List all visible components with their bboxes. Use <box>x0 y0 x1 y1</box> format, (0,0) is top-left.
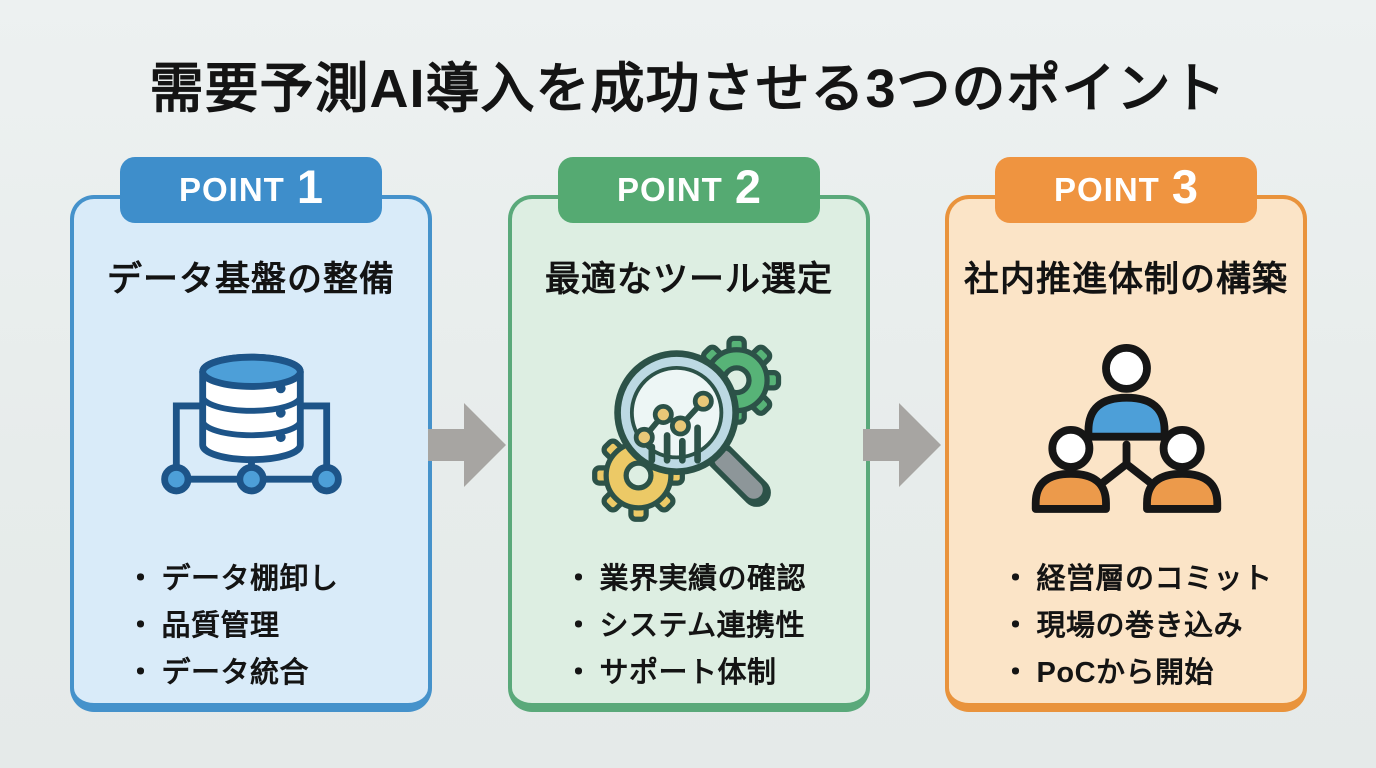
point1-item-2: 品質管理 <box>161 610 280 642</box>
point3-bullet-list: ・経営層のコミット ・現場の巻き込み ・PoCから開始 <box>949 556 1303 697</box>
bullet-dot: ・ <box>564 610 594 642</box>
point2-badge: POINT 2 <box>558 157 820 223</box>
point2-title: 最適なツール選定 <box>544 260 833 299</box>
point3-item-2: 現場の巻き込み <box>1036 610 1244 642</box>
list-item: ・データ棚卸し <box>126 556 428 603</box>
point1-badge-label: POINT <box>179 171 285 208</box>
list-item: ・品質管理 <box>126 603 428 650</box>
point1-badge: POINT 1 <box>120 157 382 223</box>
point1-bullet-list: ・データ棚卸し ・品質管理 ・データ統合 <box>74 556 428 697</box>
point3-badge-label: POINT <box>1054 171 1160 208</box>
point2-item-2: システム連携性 <box>599 610 806 642</box>
point3-badge: POINT 3 <box>995 157 1257 223</box>
point2-badge-label: POINT <box>617 171 723 208</box>
point2-bullet-list: ・業界実績の確認 ・システム連携性 ・サポート体制 <box>512 556 866 697</box>
list-item: ・PoCから開始 <box>1001 650 1303 697</box>
team-hierarchy-icon <box>1031 343 1221 513</box>
hierarchy-connector <box>1099 440 1153 486</box>
point1-card: POINT 1 データ基盤の整備 ・データ棚卸し ・品質管理 ・データ統合 <box>70 157 432 712</box>
point2-item-1: 業界実績の確認 <box>599 563 807 595</box>
point2-badge-number: 2 <box>734 160 761 213</box>
member-person-icon <box>1142 425 1221 513</box>
list-item: ・システム連携性 <box>564 603 866 650</box>
point3-title: 社内推進体制の構築 <box>963 260 1288 299</box>
page-title: 需要予測AI導入を成功させる3つのポイント <box>149 59 1227 119</box>
right-arrow-icon <box>428 403 506 487</box>
point1-item-1: データ棚卸し <box>161 563 339 595</box>
member-person-icon <box>1031 425 1110 513</box>
bullet-dot: ・ <box>564 657 594 689</box>
database-network-icon <box>160 353 342 494</box>
bullet-dot: ・ <box>126 610 156 642</box>
magnifier-chart-gears-icon <box>592 335 782 522</box>
point2-card: POINT 2 最適なツール選定 <box>508 157 870 712</box>
point1-item-3: データ統合 <box>161 657 310 689</box>
point1-badge-number: 1 <box>296 160 323 213</box>
list-item: ・現場の巻き込み <box>1001 603 1303 650</box>
bullet-dot: ・ <box>564 563 594 595</box>
bullet-dot: ・ <box>1001 563 1031 595</box>
point3-item-1: 経営層のコミット <box>1036 563 1273 595</box>
right-arrow-icon <box>863 403 941 487</box>
point3-card: POINT 3 社内推進体制の構築 ・経営層のコミット ・現場の巻 <box>945 157 1307 712</box>
leader-person-icon <box>1084 343 1168 441</box>
bullet-dot: ・ <box>126 657 156 689</box>
list-item: ・データ統合 <box>126 650 428 697</box>
point1-title: データ基盤の整備 <box>106 260 395 299</box>
list-item: ・経営層のコミット <box>1001 556 1303 603</box>
list-item: ・サポート体制 <box>564 650 866 697</box>
point2-item-3: サポート体制 <box>599 657 777 689</box>
chart-in-lens-icon <box>633 390 714 464</box>
bullet-dot: ・ <box>1001 657 1031 689</box>
point3-badge-number: 3 <box>1171 160 1198 213</box>
point2-icon-area <box>512 320 866 530</box>
bullet-dot: ・ <box>126 563 156 595</box>
point3-icon-area <box>949 320 1303 530</box>
point1-icon-area <box>74 320 428 530</box>
bullet-dot: ・ <box>1001 610 1031 642</box>
list-item: ・業界実績の確認 <box>564 556 866 603</box>
point3-item-3: PoCから開始 <box>1036 657 1215 689</box>
